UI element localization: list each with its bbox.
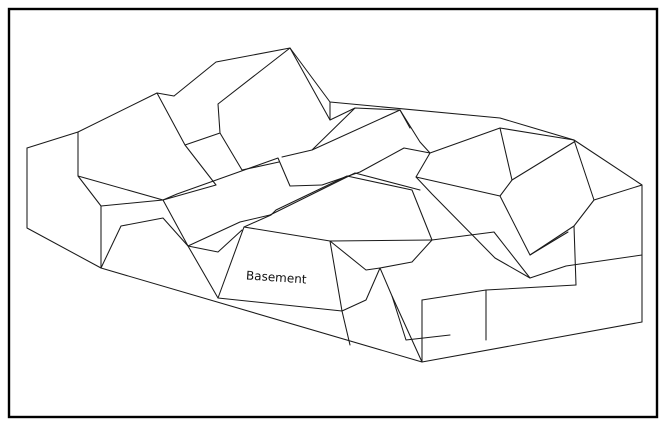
block-outline [26, 139, 643, 363]
central-horst [217, 175, 433, 312]
frame-border [7, 7, 659, 419]
front-faults [100, 199, 643, 363]
basement-label: Basement [246, 268, 308, 286]
right-upper-block [415, 127, 643, 286]
back-ridge-line [281, 47, 575, 158]
block-right-face [573, 139, 643, 323]
block-left-face [26, 147, 102, 269]
block-front-bottom [100, 267, 643, 363]
middle-blocks [162, 109, 431, 247]
